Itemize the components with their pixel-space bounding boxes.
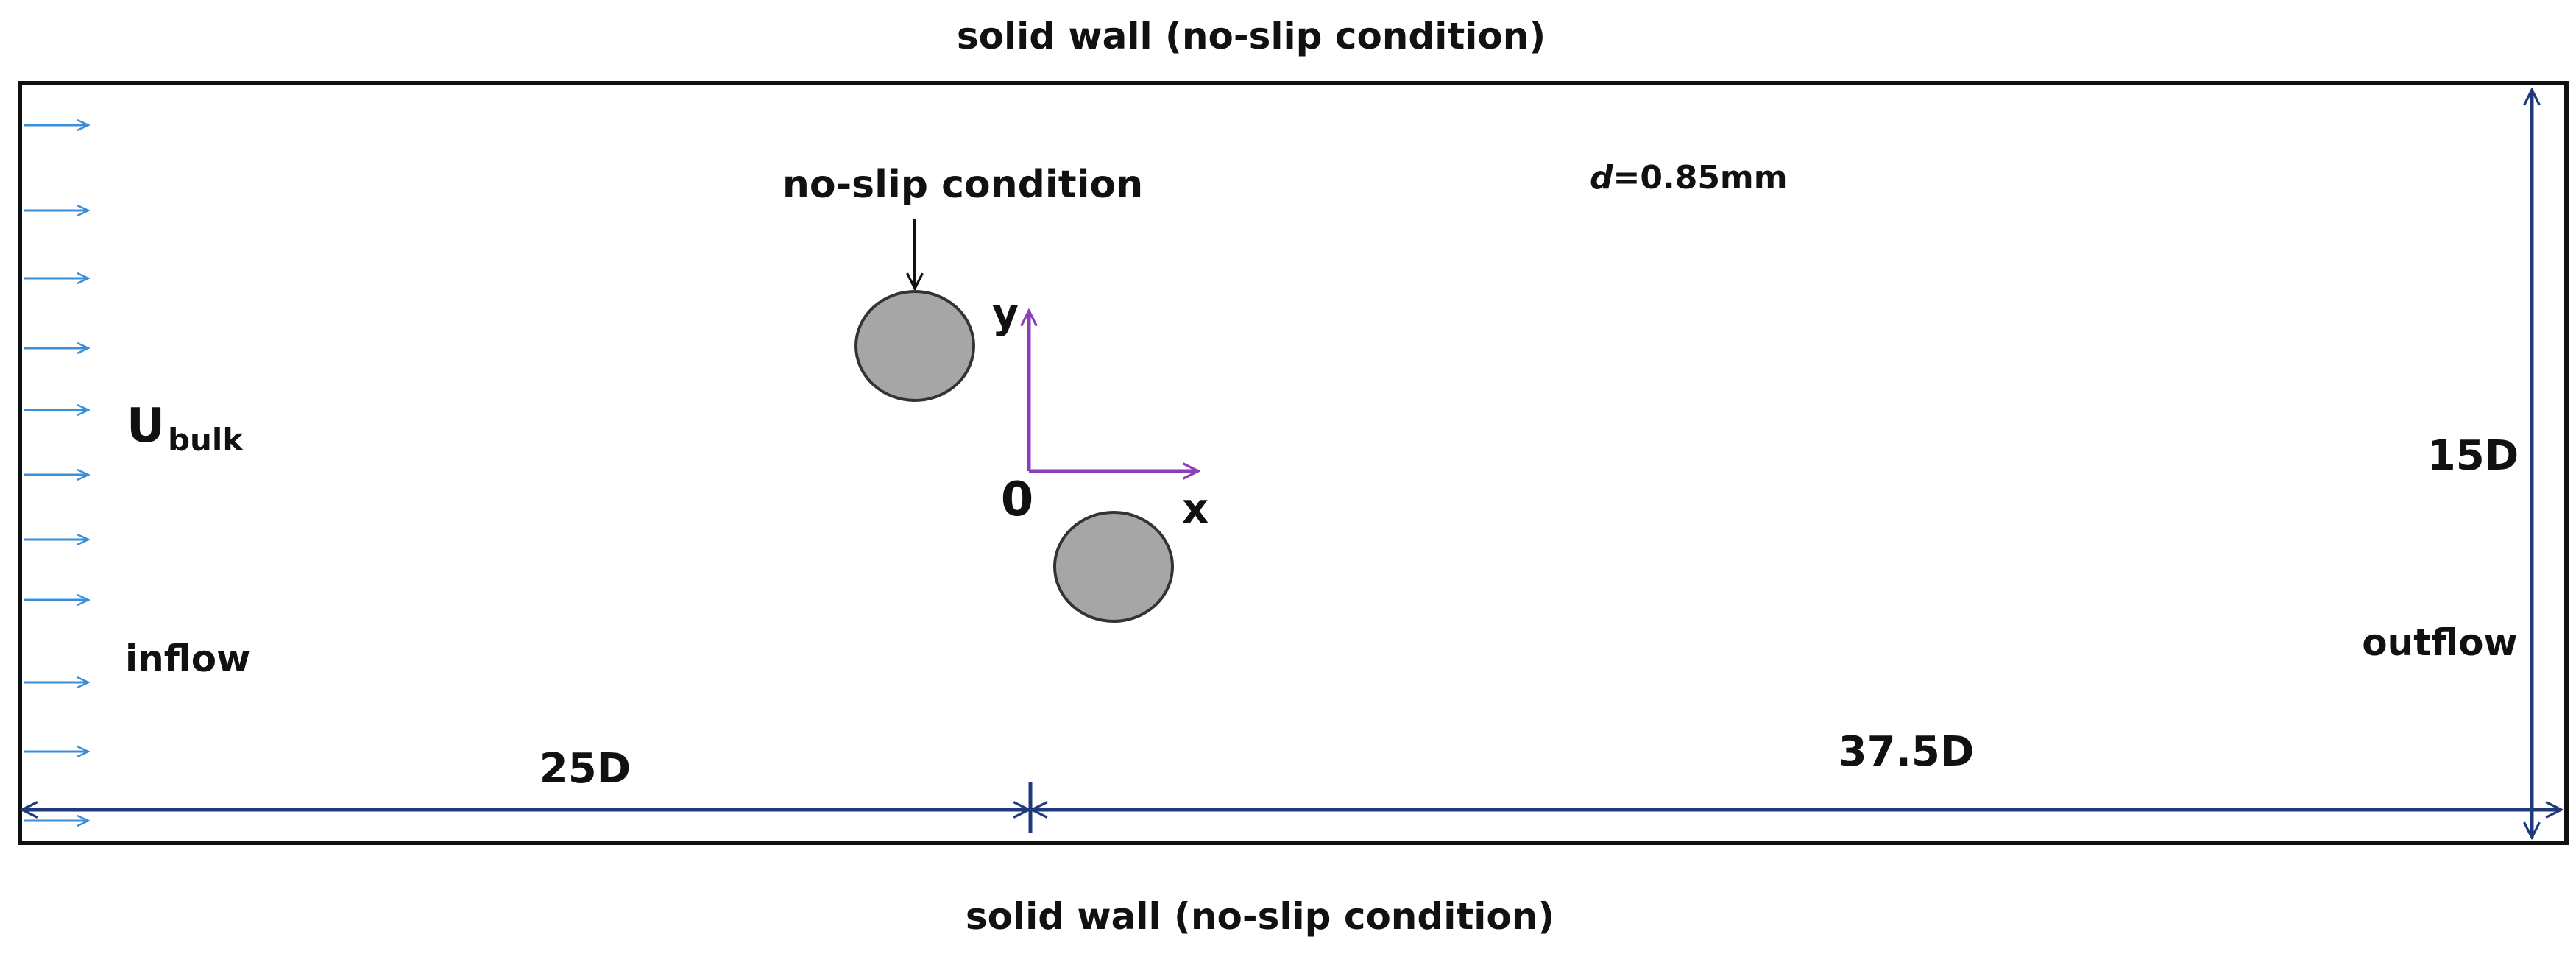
velocity-label: Ubulk [127, 399, 244, 458]
diameter-label: d=0.85mm [1590, 159, 1788, 197]
height-label: 15D [2427, 432, 2519, 480]
inflow-arrows [24, 125, 88, 821]
downstream-length-label: 37.5D [1839, 728, 1975, 776]
top-wall-label: solid wall (no-slip condition) [957, 15, 1546, 57]
origin-label: 0 [1001, 473, 1034, 527]
upper-cylinder [854, 290, 975, 402]
inflow-label: inflow [125, 637, 250, 680]
velocity-main: U [127, 399, 165, 453]
lower-cylinder [1053, 511, 1174, 623]
cylinder-condition-label: no-slip condition [782, 163, 1143, 207]
velocity-subscript: bulk [168, 422, 244, 458]
diameter-value: =0.85mm [1613, 159, 1788, 197]
diameter-variable: d [1590, 159, 1613, 197]
y-axis-label: y [992, 290, 1019, 338]
x-axis-label: x [1182, 485, 1209, 533]
outflow-label: outflow [2362, 621, 2517, 664]
bottom-wall-label: solid wall (no-slip condition) [966, 895, 1554, 938]
upstream-length-label: 25D [539, 745, 631, 793]
domain-boundary [18, 81, 2569, 845]
